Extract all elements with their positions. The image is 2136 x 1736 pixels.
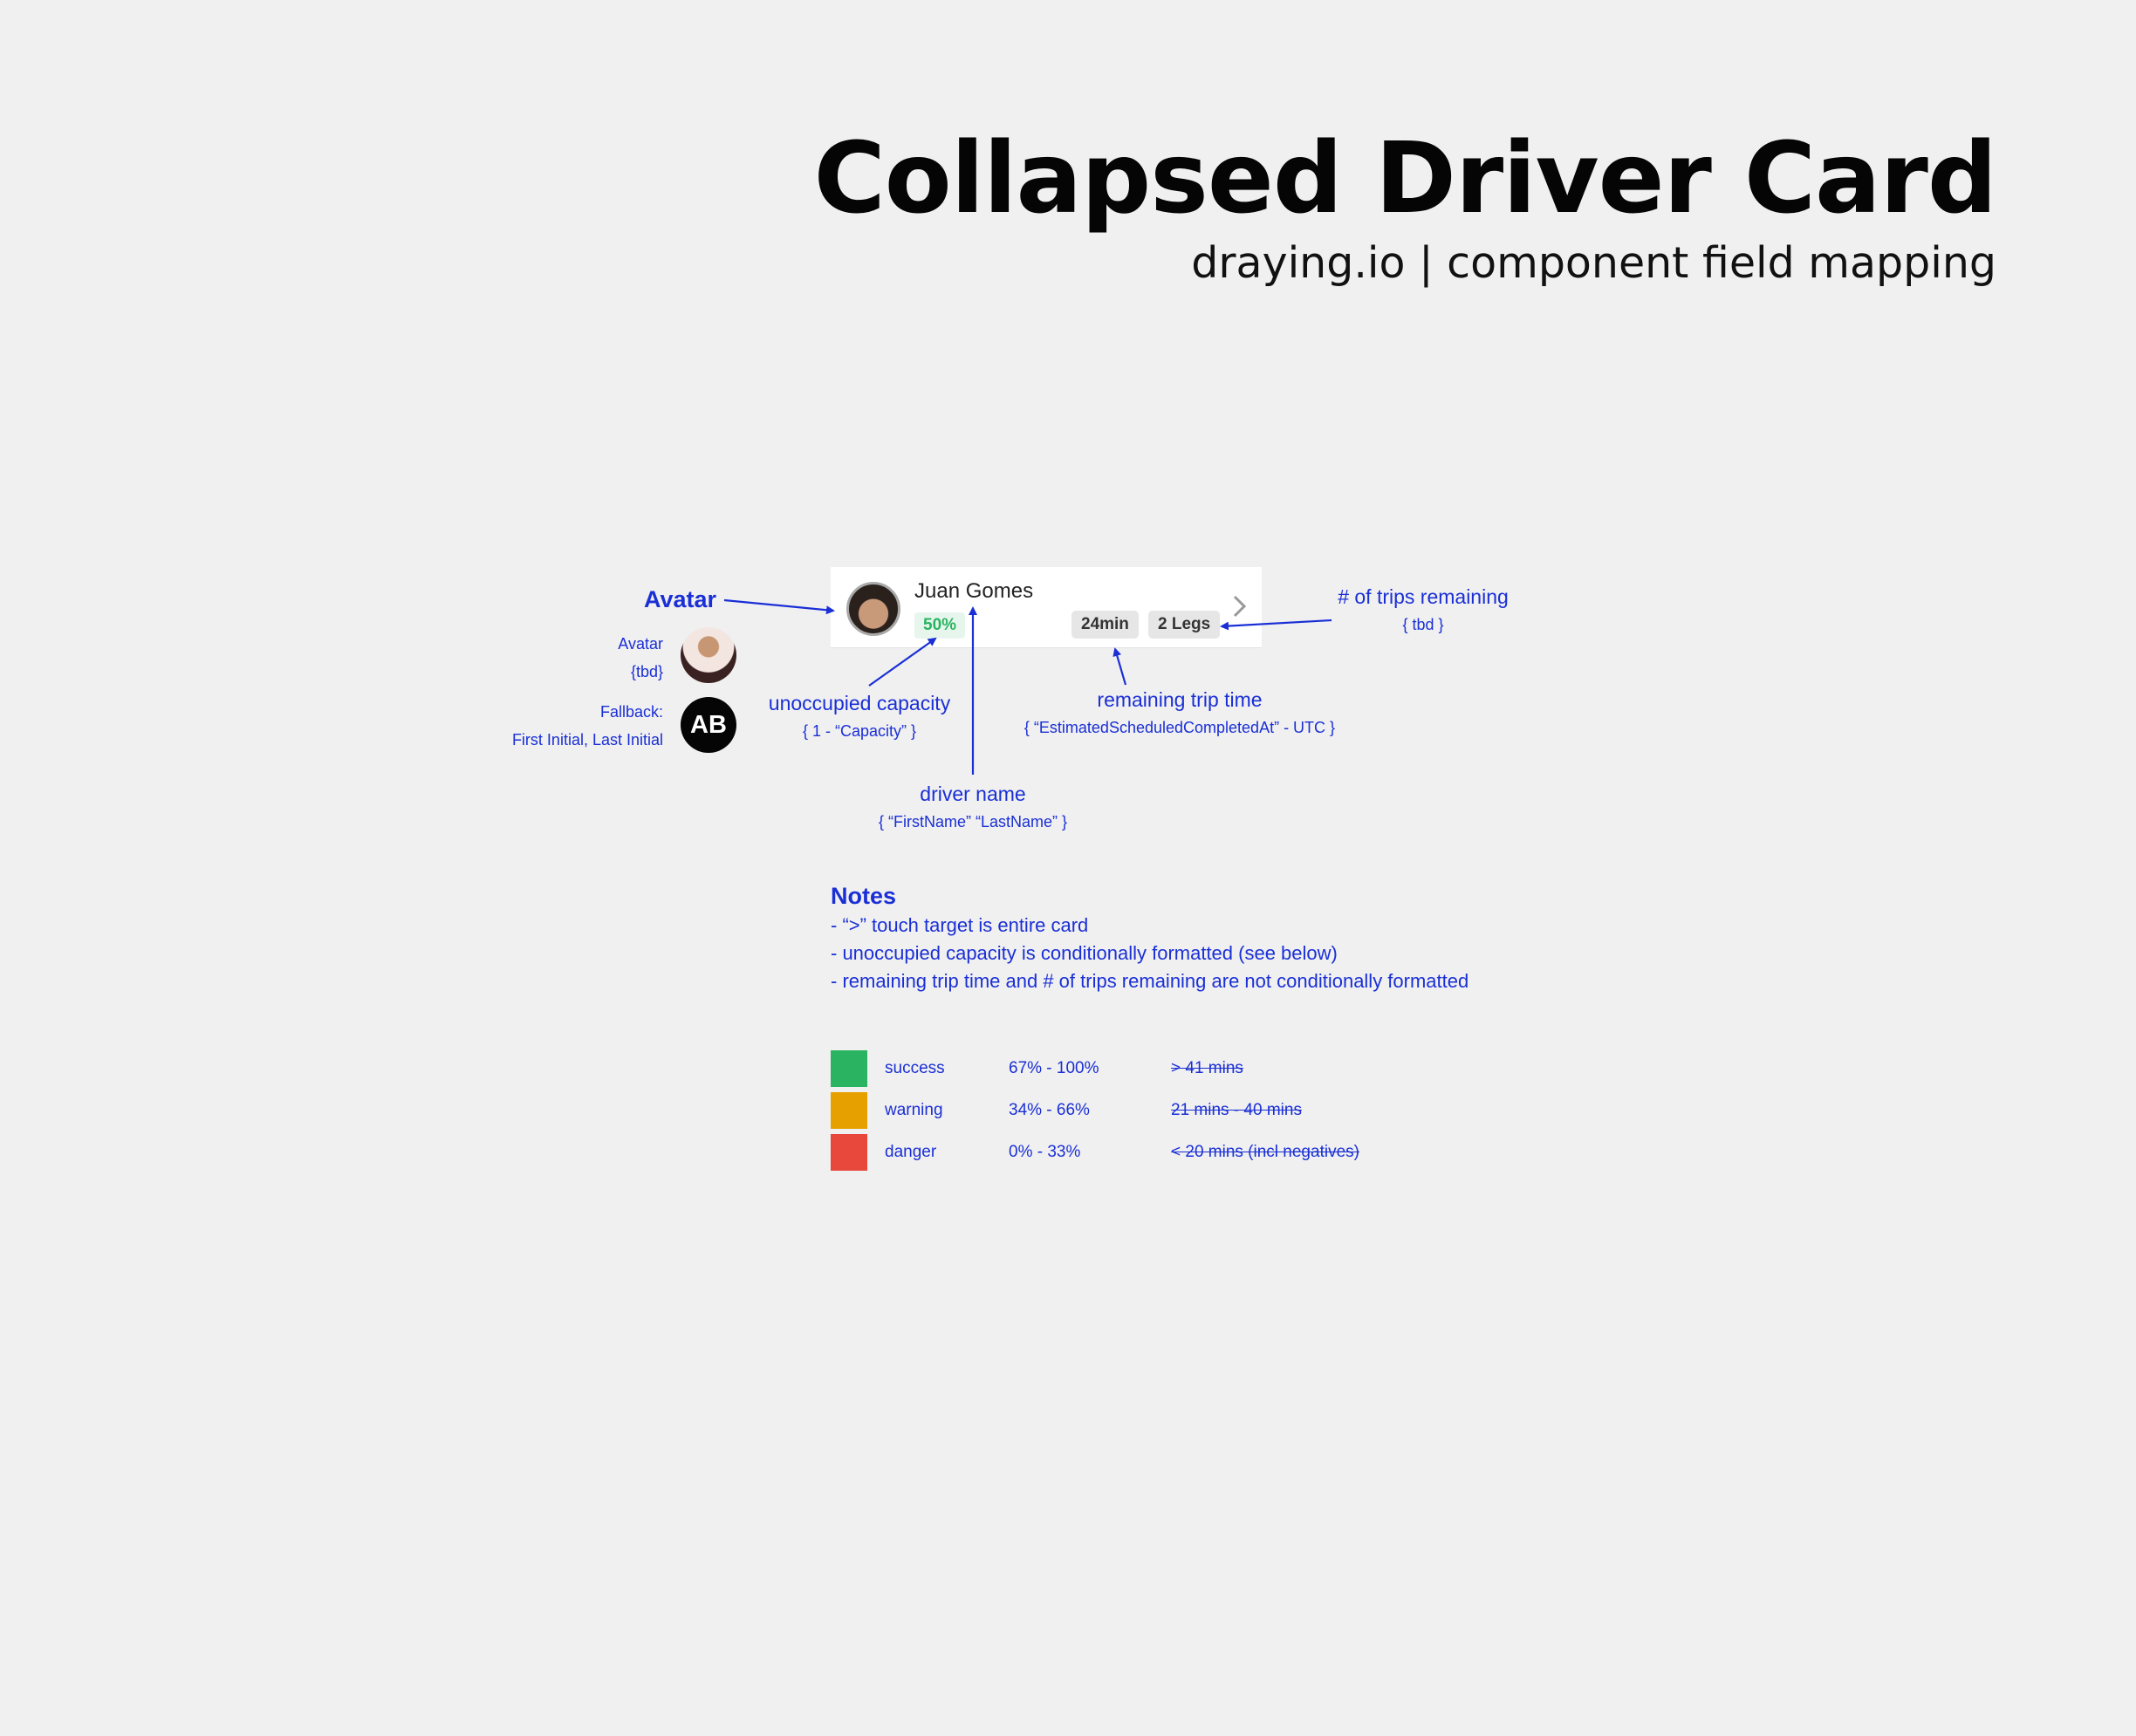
capacity-badge: 50% (914, 612, 966, 639)
page-title: Collapsed Driver Card (813, 122, 1997, 236)
trip-time-label: remaining trip time (1097, 688, 1263, 711)
driver-name-label: driver name (920, 783, 1026, 805)
note-line: - unoccupied capacity is conditionally f… (831, 942, 1338, 964)
trip-time-annotation: remaining trip time { “EstimatedSchedule… (996, 687, 1363, 738)
avatar-example-photo (681, 627, 736, 683)
trips-sub: { tbd } (1402, 616, 1444, 633)
legend-range: 67% - 100% (1009, 1059, 1099, 1077)
notes-heading: Notes (831, 883, 897, 909)
legend-swatch-warning (831, 1092, 867, 1129)
arrow-avatar (723, 598, 835, 615)
fallback-label: Fallback: First Initial, Last Initial (512, 698, 663, 754)
arrow-trips (1220, 619, 1332, 631)
legend-mins: < 20 mins (incl negatives) (1171, 1143, 1359, 1161)
notes-section: Notes - “>” touch target is entire card … (831, 880, 1468, 995)
remaining-time-chip: 24min (1071, 611, 1139, 639)
driver-avatar (846, 582, 900, 636)
avatar-example-label-2: {tbd} (630, 663, 663, 680)
capacity-annotation: unoccupied capacity { 1 - “Capacity” } (750, 691, 969, 742)
trips-label: # of trips remaining (1338, 585, 1509, 608)
trips-annotation: # of trips remaining { tbd } (1309, 584, 1537, 635)
driver-name-sub: { “FirstName” “LastName” } (878, 813, 1068, 830)
legend-mins: > 41 mins (1171, 1059, 1243, 1077)
fallback-avatar: AB (681, 697, 736, 753)
driver-name: Juan Gomes (914, 579, 1034, 603)
trip-time-sub: { “EstimatedScheduledCompletedAt” - UTC … (1024, 719, 1336, 736)
legend-swatch-danger (831, 1134, 867, 1171)
arrow-capacity (868, 637, 937, 687)
note-line: - remaining trip time and # of trips rem… (831, 970, 1469, 992)
note-line: - “>” touch target is entire card (831, 914, 1089, 936)
capacity-sub: { 1 - “Capacity” } (802, 722, 917, 740)
avatar-heading: Avatar (644, 586, 717, 612)
capacity-label: unoccupied capacity (768, 692, 951, 714)
legend-name: danger (885, 1143, 937, 1161)
legend-name: warning (885, 1101, 943, 1119)
legs-chip: 2 Legs (1148, 611, 1221, 639)
chevron-right-icon[interactable] (1230, 593, 1249, 619)
legend-swatch-success (831, 1050, 867, 1087)
page-subtitle: draying.io | component field mapping (1191, 238, 1996, 288)
legend-name: success (885, 1059, 945, 1077)
fallback-label-2: First Initial, Last Initial (511, 731, 663, 748)
fallback-label-1: Fallback: (599, 703, 663, 721)
driver-name-annotation: driver name { “FirstName” “LastName” } (838, 782, 1108, 832)
arrow-trip-time (1112, 647, 1127, 686)
legend-range: 34% - 66% (1009, 1101, 1090, 1119)
avatar-example-label-1: Avatar (618, 635, 663, 653)
driver-card[interactable]: Juan Gomes 50% 24min 2 Legs (831, 567, 1262, 648)
legend-mins: 21 mins - 40 mins (1171, 1101, 1302, 1119)
avatar-example-label: Avatar {tbd} (618, 630, 663, 686)
legend-range: 0% - 33% (1009, 1143, 1081, 1161)
